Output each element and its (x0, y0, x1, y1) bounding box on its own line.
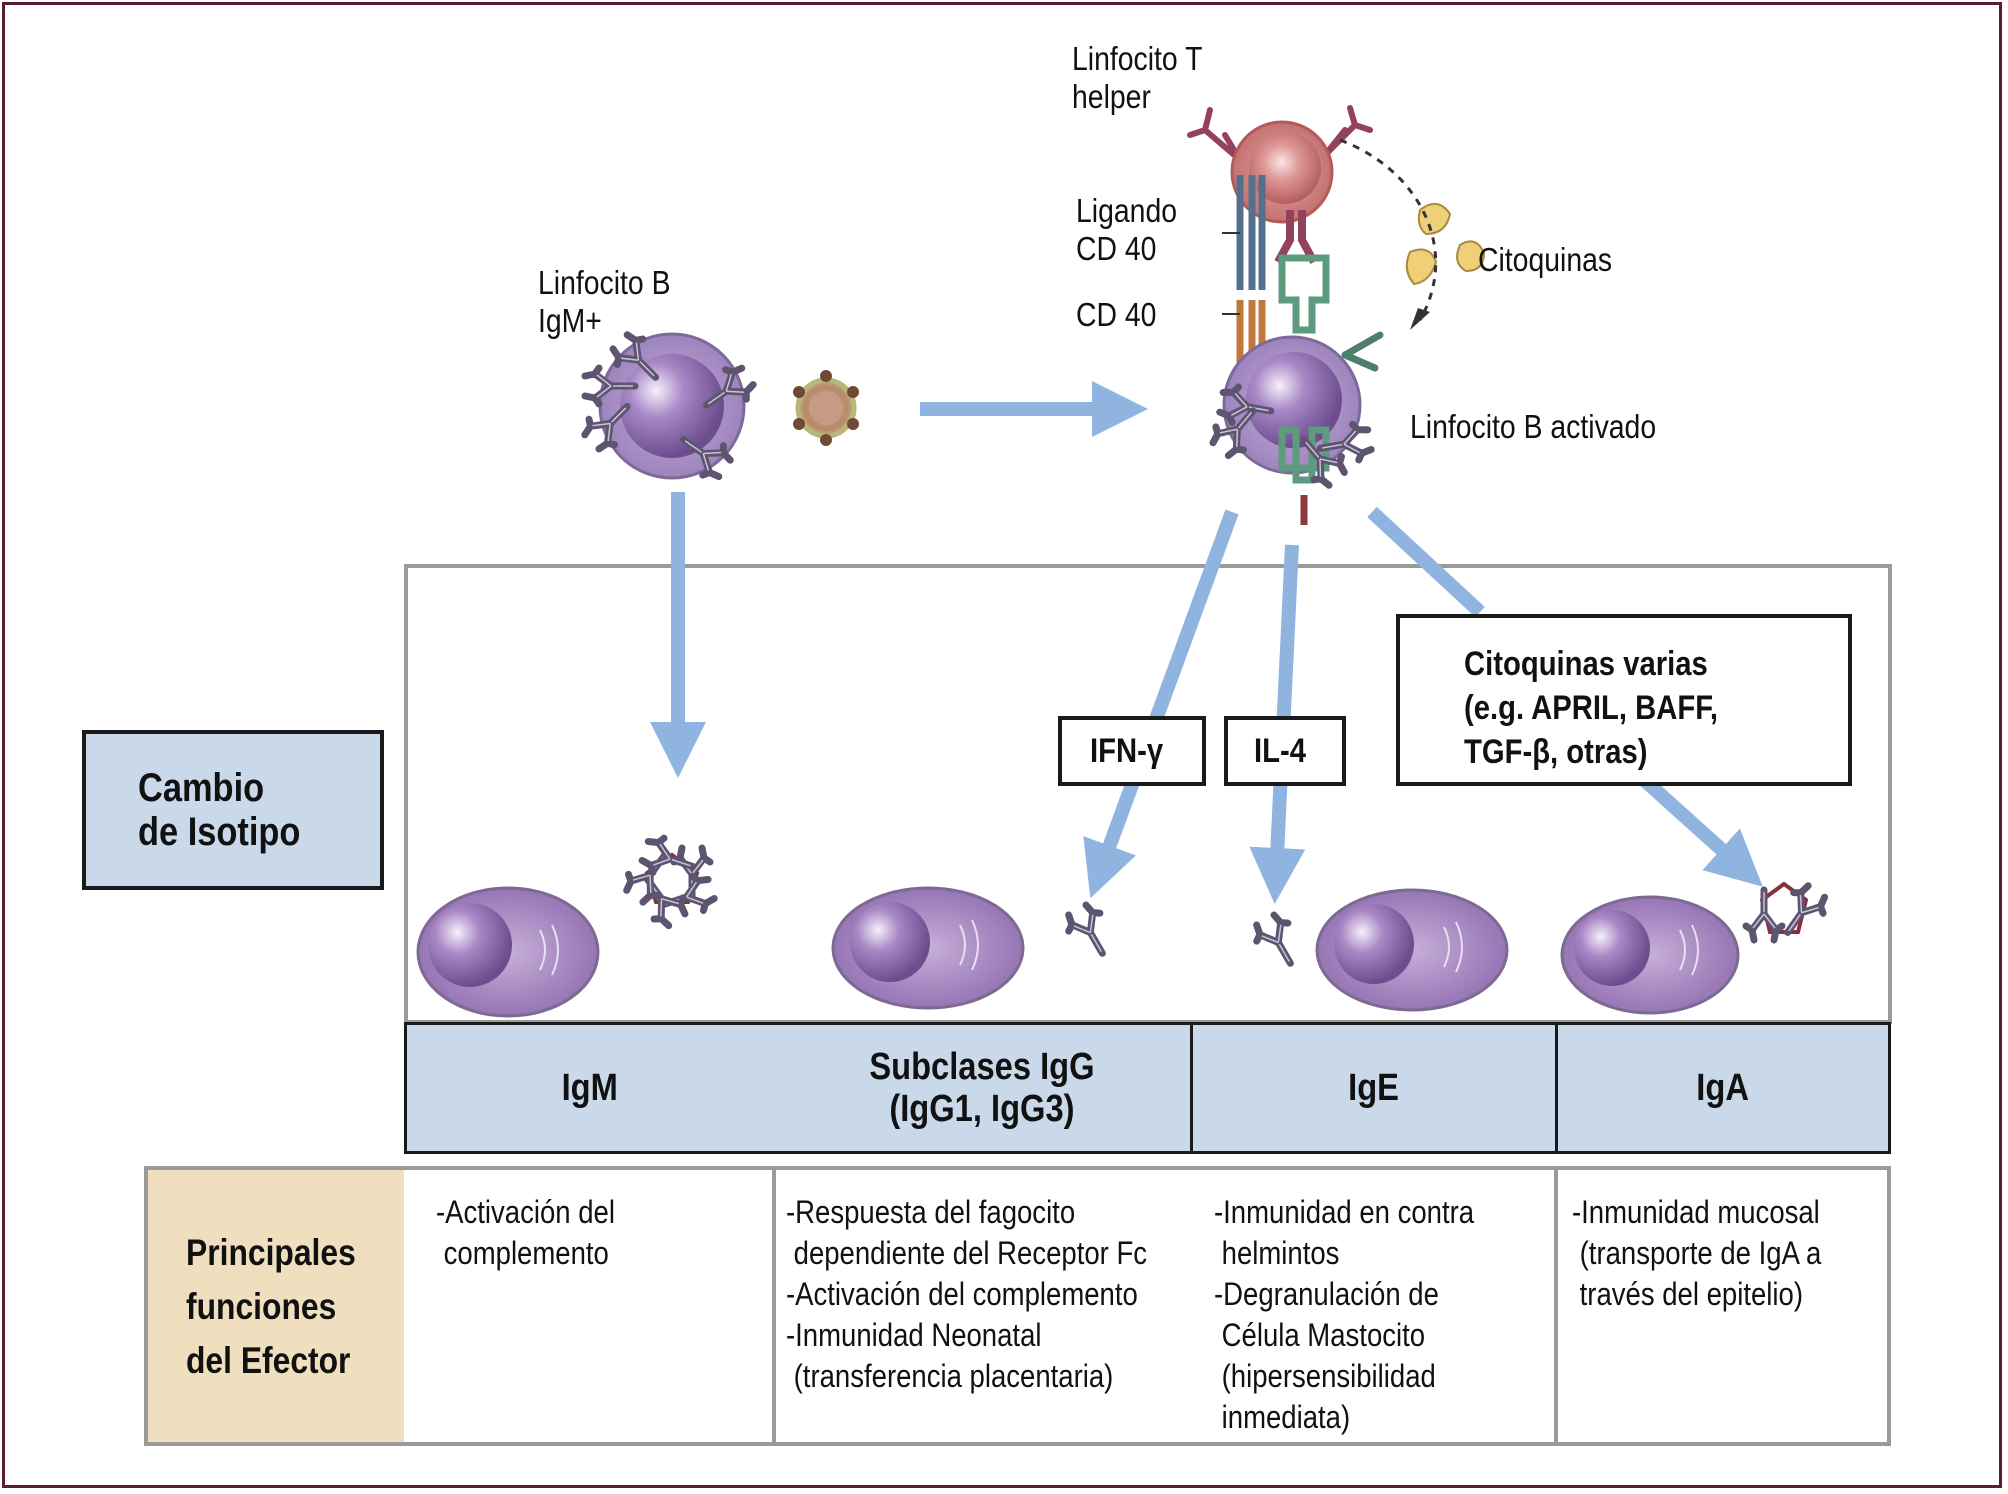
b-cell-igm-illustration (579, 329, 859, 483)
isotype-header-igg: Subclases IgG (IgG1, IgG3) (773, 1022, 1193, 1154)
activated-b-cell-label: Linfocito B activado (1410, 408, 1657, 445)
plasma-cell-igg (831, 886, 1025, 1010)
various-cytokines-label: Citoquinas varias (e.g. APRIL, BAFF, TGF… (1464, 642, 1718, 774)
ligand-cd40-label-line: Ligando (1076, 192, 1178, 229)
t-helper-label: Linfocito T helper (1072, 40, 1202, 116)
antigen-virus-icon (793, 370, 859, 446)
cytokine-dashed-arrow (1339, 138, 1438, 321)
isotype-header-igm: IgM (404, 1022, 776, 1154)
ifn-gamma-label: IFN-γ (1090, 732, 1164, 770)
il4-label: IL-4 (1254, 732, 1306, 770)
functions-text: -Activación del complemento (436, 1194, 615, 1271)
functions-cell-igg: -Respuesta del fagocito dependiente del … (772, 1166, 1194, 1446)
plasma-cell-igm (416, 886, 600, 1018)
ligand-cd40-label-line: CD 40 (1076, 230, 1157, 267)
t-helper-illustration (1187, 105, 1373, 385)
t-helper-label-line: Linfocito T (1072, 40, 1203, 77)
flow-arrows (650, 381, 1742, 904)
ligand-cd40-label: Ligando CD 40 (1076, 192, 1177, 268)
arrow-to-igg (1083, 509, 1239, 899)
b-cell-igm-label-line: IgM+ (538, 302, 602, 339)
plasma-cells (416, 834, 1831, 1018)
isotype-switch-label-line: de Isotipo (138, 810, 301, 854)
il4-box: IL-4 (1224, 716, 1346, 786)
functions-cell-iga: -Inmunidad mucosal (transporte de IgA a … (1554, 1166, 1891, 1446)
dimeric-iga-icon (1746, 881, 1831, 943)
plasma-cell-iga (1560, 895, 1740, 1015)
b-cell-igm-label: Linfocito B IgM+ (538, 264, 671, 340)
isotype-name: IgM (561, 1067, 619, 1109)
functions-text: -Inmunidad mucosal (transporte de IgA a … (1572, 1194, 1822, 1312)
effector-functions-label: Principales funciones del Efector (186, 1226, 356, 1388)
isotype-switch-label: Cambio de Isotipo (138, 766, 300, 854)
various-cytokines-line: TGF-β, otras) (1464, 733, 1648, 771)
various-cytokines-box: Citoquinas varias (e.g. APRIL, BAFF, TGF… (1396, 614, 1852, 786)
functions-cell-ige: -Inmunidad en contra helmintos -Degranul… (1190, 1166, 1558, 1446)
functions-text: -Inmunidad en contra helmintos -Degranul… (1214, 1194, 1475, 1435)
cytokines-label: Citoquinas (1478, 241, 1613, 278)
isotype-name: IgE (1348, 1067, 1400, 1109)
isotype-name: Subclases IgG (IgG1, IgG3) (868, 1046, 1095, 1130)
pentameric-igm-icon (620, 834, 716, 930)
cd40-label: CD 40 (1076, 296, 1157, 333)
various-cytokines-line: (e.g. APRIL, BAFF, (1464, 689, 1718, 727)
activated-b-cell-illustration (1207, 138, 1486, 525)
various-cytokines-line: Citoquinas varias (1464, 645, 1708, 683)
effector-functions-label-line: Principales (186, 1232, 356, 1273)
effector-functions-label-line: del Efector (186, 1340, 351, 1381)
arrow-to-ige (1249, 544, 1306, 904)
b-cell-igm-label-line: Linfocito B (538, 264, 671, 301)
isotype-header-ige: IgE (1190, 1022, 1558, 1154)
isotype-header-iga: IgA (1555, 1022, 1891, 1154)
isotype-name: IgA (1696, 1067, 1750, 1109)
t-helper-label-line: helper (1072, 78, 1151, 115)
isotype-switch-label-line: Cambio (138, 766, 265, 810)
plasma-cell-ige (1315, 888, 1509, 1012)
effector-functions-label-box: Principales funciones del Efector (144, 1166, 408, 1446)
effector-functions-label-line: funciones (186, 1286, 337, 1327)
arrow-to-iga (1367, 506, 1742, 868)
isotype-switch-label-box: Cambio de Isotipo (82, 730, 384, 890)
cytokine-icons (1405, 203, 1486, 286)
functions-cell-igm: -Activación del complemento (404, 1166, 776, 1446)
ifn-gamma-box: IFN-γ (1058, 716, 1206, 786)
functions-text: -Respuesta del fagocito dependiente del … (786, 1194, 1148, 1394)
